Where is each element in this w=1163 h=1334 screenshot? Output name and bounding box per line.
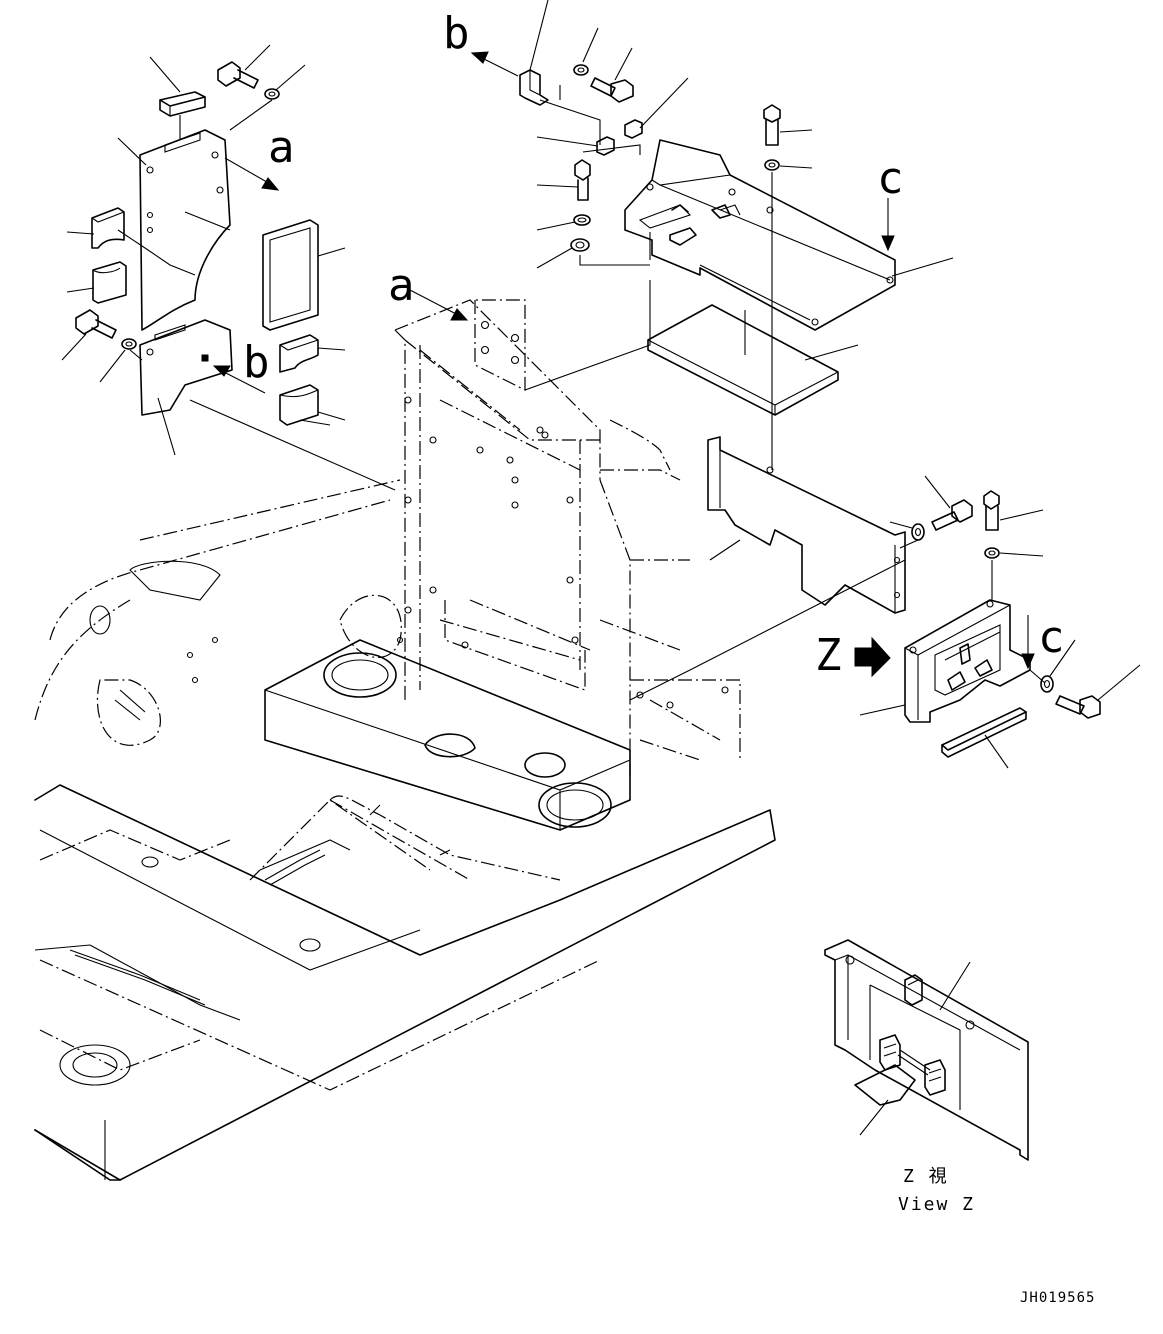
label-z-marker: Z	[815, 630, 842, 681]
left-panel-group	[61, 44, 396, 491]
label-c-top: c	[877, 153, 904, 204]
view-caption-jp: Z 視	[903, 1166, 949, 1187]
view-caption-en: View Z	[898, 1194, 975, 1215]
label-b-mid: b	[243, 337, 270, 388]
view-z-detail	[824, 939, 1029, 1161]
drawing-code: JH019565	[1020, 1290, 1095, 1306]
label-a-mid: a	[388, 260, 415, 311]
label-b-top: b	[443, 8, 470, 59]
right-cover-group	[629, 436, 1141, 769]
machine-frame	[34, 299, 776, 1181]
label-c-right: c	[1038, 612, 1065, 663]
top-bracket-group	[409, 0, 954, 470]
label-a-top: a	[268, 122, 295, 173]
